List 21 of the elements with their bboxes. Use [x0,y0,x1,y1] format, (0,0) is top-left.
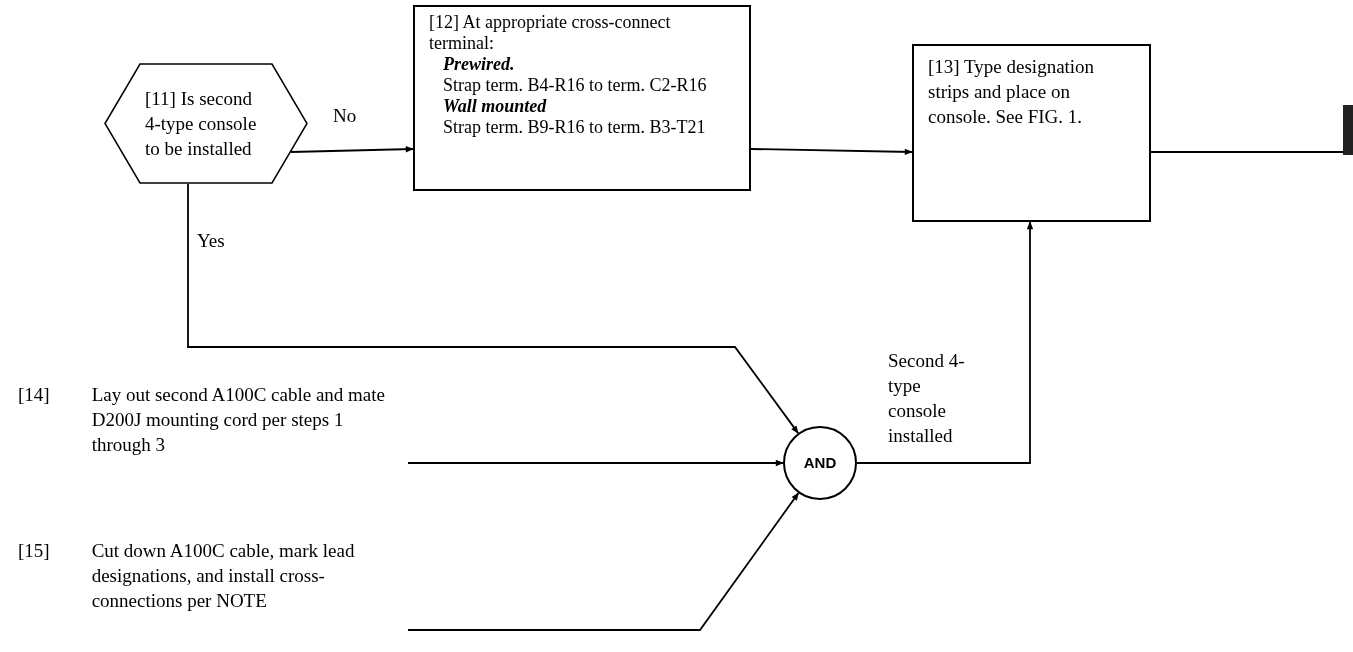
process-box [413,5,751,191]
step-number: [14] [18,383,50,407]
arrow [407,459,784,467]
arrow [856,221,1034,464]
step-text: Lay out second A100C cable and mate D200J mounting cord per steps 1 through 3 [91,383,386,457]
decision-hexagon [104,63,308,184]
process-box [912,44,1151,222]
step-number: [15] [18,539,50,563]
decision-text: [11] Is second 4-type console to be installed [145,87,258,161]
arrow [407,492,800,631]
option-heading: Prewired. [442,54,516,75]
step-instruction: Strap term. B4-R16 to term. C2-R16 [442,75,708,96]
option-heading: Wall mounted [442,96,548,117]
step-instruction: Strap term. B9-R16 to term. B3-T21 [442,117,707,138]
arrow [187,183,800,435]
step-text: Cut down A100C cable, mark lead designations, and install cross-connections per NOTE [91,539,356,613]
step-heading: [12] At appropriate cross-connect terminal: [429,12,672,54]
arrow [750,148,913,156]
step-heading: [13] Type designation strips and place on console. See FIG. 1. [928,55,1096,129]
arrow [290,146,414,153]
terminal-bar [1343,105,1353,155]
